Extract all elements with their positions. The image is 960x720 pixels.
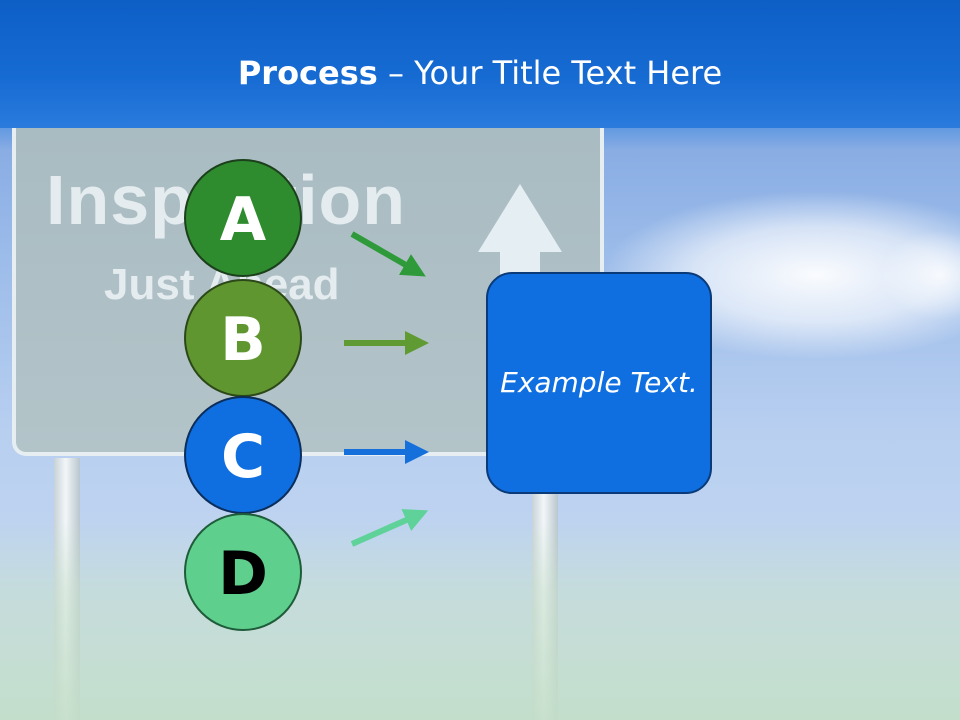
step-label-b: B [220, 305, 266, 375]
example-text: Example Text. [500, 366, 698, 399]
title-rest: – Your Title Text Here [377, 54, 723, 92]
step-circle-a [184, 159, 302, 277]
step-d: D [184, 513, 302, 631]
arrow-d [350, 509, 429, 547]
grass-foreground [0, 520, 960, 720]
step-label-c: C [221, 422, 265, 492]
step-c: C [184, 396, 302, 514]
step-label-d: D [218, 539, 268, 609]
step-a: A [184, 159, 302, 277]
cloud-shape-small [880, 230, 960, 320]
step-label-a: A [220, 185, 267, 255]
arrow-a [350, 231, 426, 277]
step-b: B [184, 279, 302, 397]
example-text-box: Example Text. [486, 272, 712, 494]
slide-title: Process – Your Title Text Here [0, 54, 960, 92]
up-arrow-icon [478, 184, 562, 300]
title-bar [0, 0, 960, 128]
step-circle-d [184, 513, 302, 631]
title-bold: Process [237, 54, 378, 92]
